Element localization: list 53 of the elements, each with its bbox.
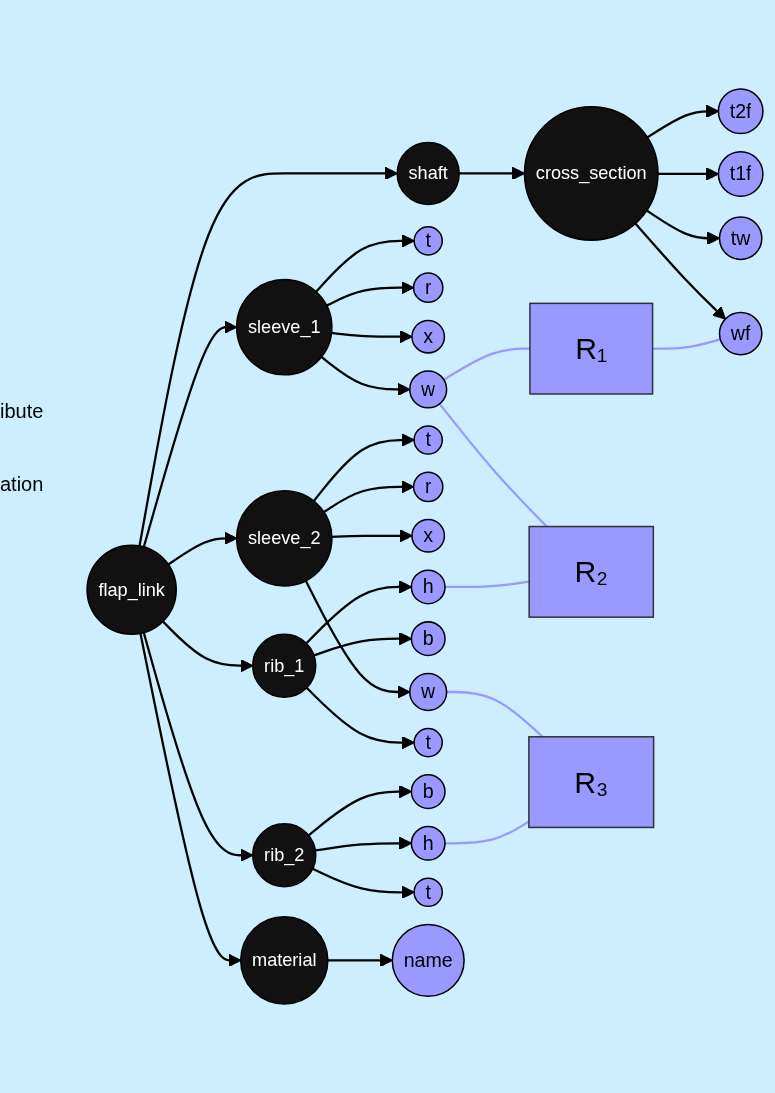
node-circle: r (412, 272, 444, 304)
node-circle: cross_section (523, 105, 659, 241)
arrow (646, 104, 719, 139)
node-circle: name (391, 923, 465, 997)
node-circle: t1f (717, 150, 764, 197)
node-circle: b (410, 621, 446, 657)
arrow (138, 166, 398, 547)
node-circle: rib_2 (252, 823, 317, 888)
node-circle: rib_1 (252, 633, 317, 698)
node-box: R₂ (528, 525, 655, 618)
note-text: ibute (0, 400, 45, 423)
connector (445, 580, 530, 589)
arrow (331, 330, 413, 344)
arrow (312, 867, 415, 899)
node-circle: material (239, 916, 329, 1005)
node-circle: r (412, 471, 444, 503)
node-circle: w (409, 370, 448, 409)
node-circle: t2f (717, 88, 764, 135)
node-circle: x (411, 518, 446, 553)
node-circle: t (413, 226, 443, 256)
node-circle: t (413, 425, 443, 455)
node-circle: tw (718, 216, 763, 261)
node-circle: shaft (396, 141, 460, 206)
node-circle: h (410, 825, 446, 861)
node-circle: flap_link (86, 544, 177, 636)
arrow (658, 167, 719, 181)
node-circle: w (409, 672, 448, 712)
note-text: ation (0, 473, 45, 496)
arrow (312, 433, 415, 502)
node-circle: h (410, 569, 446, 605)
arrow (313, 632, 412, 657)
arrow (305, 580, 412, 645)
connector (443, 347, 530, 381)
arrow (307, 784, 412, 837)
arrow (304, 580, 411, 699)
node-box: R₃ (528, 736, 655, 829)
node-circle: wf (718, 311, 763, 356)
node-circle: t (413, 727, 443, 758)
arrow (331, 529, 413, 543)
arrow (634, 222, 726, 320)
node-circle: sleeve_1 (235, 278, 333, 376)
node-circle: sleeve_2 (235, 489, 333, 587)
arrow (305, 687, 415, 750)
arrow (315, 234, 415, 293)
node-circle: b (410, 774, 446, 810)
arrow (315, 836, 412, 852)
connector (438, 403, 548, 528)
connector (652, 338, 721, 350)
node-box: R₁ (529, 302, 654, 395)
arrow (327, 953, 393, 967)
node-circle: x (411, 319, 446, 354)
node-circle: t (413, 877, 443, 908)
connector (446, 690, 544, 738)
